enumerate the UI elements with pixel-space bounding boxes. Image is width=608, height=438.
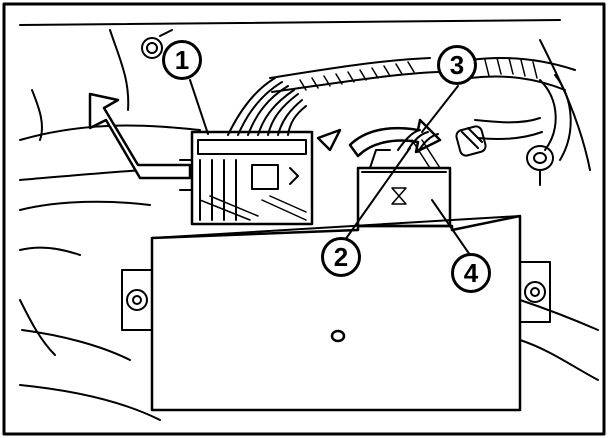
callout-3: 3 bbox=[437, 45, 477, 85]
callout-2-label: 2 bbox=[333, 242, 349, 272]
callout-2: 2 bbox=[321, 237, 361, 277]
callout-4-label: 4 bbox=[463, 258, 479, 288]
control-module-housing bbox=[150, 214, 522, 412]
bolt-upper-left bbox=[141, 29, 173, 59]
removal-arrow-left bbox=[88, 92, 192, 180]
bracket-right bbox=[519, 261, 551, 323]
callout-4: 4 bbox=[451, 253, 491, 293]
bracket-left bbox=[121, 269, 153, 331]
connector-1-body bbox=[179, 130, 314, 226]
wire-bundle-connector-1 bbox=[227, 77, 307, 136]
background-panel bbox=[19, 19, 599, 421]
release-arrow-curved bbox=[316, 118, 442, 158]
callout-1-label: 1 bbox=[174, 45, 190, 75]
callout-3-label: 3 bbox=[449, 50, 465, 80]
wiring-harness bbox=[269, 57, 576, 161]
bolt-right bbox=[526, 145, 554, 186]
callout-1: 1 bbox=[162, 40, 202, 80]
